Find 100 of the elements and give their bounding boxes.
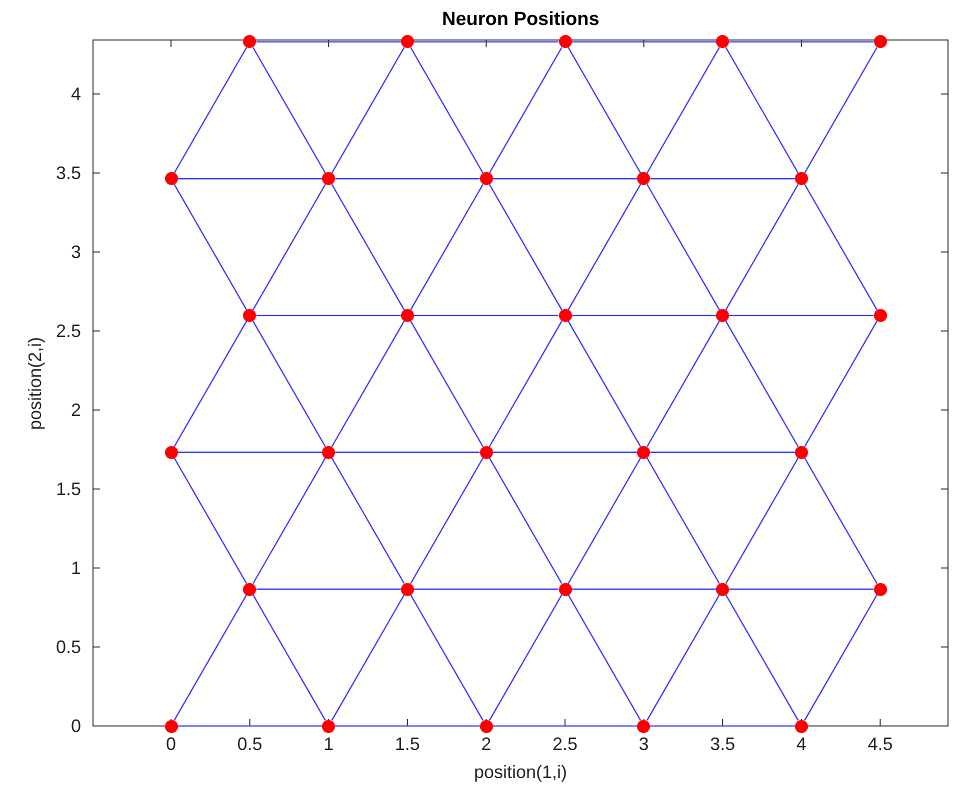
tick-label: 2.5 xyxy=(552,734,578,755)
connector-line xyxy=(331,458,405,584)
neuron-dot xyxy=(716,35,730,48)
connector-line xyxy=(725,594,799,721)
connector-line xyxy=(650,452,795,453)
connector-line xyxy=(729,588,874,590)
connector-line xyxy=(174,320,248,448)
neuron-dot xyxy=(480,446,493,459)
connector-line xyxy=(572,314,716,316)
connector-line xyxy=(488,458,562,584)
connector-line xyxy=(410,184,484,310)
connector-line xyxy=(646,320,720,448)
connector-line xyxy=(335,725,480,727)
connector-line xyxy=(804,47,878,174)
neuron-dot xyxy=(716,582,730,596)
connector-line xyxy=(174,47,248,174)
connector-line xyxy=(252,47,326,174)
chart-title: Neuron Positions xyxy=(442,9,600,31)
connector-line xyxy=(331,47,405,174)
connector-line xyxy=(331,320,405,448)
tick-label: 2 xyxy=(481,734,492,755)
connector-line xyxy=(804,594,878,721)
tick-label: 3 xyxy=(638,734,649,755)
tick-label: 2 xyxy=(71,400,82,420)
connector-line xyxy=(568,594,642,721)
connector-line xyxy=(646,594,720,721)
tick-label: 1.5 xyxy=(56,478,82,500)
tick-label: 1.5 xyxy=(394,734,420,755)
connector-line xyxy=(488,594,562,721)
neuron-dot xyxy=(322,446,336,459)
neuron-dot xyxy=(322,172,336,186)
neuron-dot xyxy=(480,720,493,732)
connector-line xyxy=(725,184,799,310)
connector-line xyxy=(335,452,480,453)
neuron-dot xyxy=(637,720,650,732)
neuron-dot xyxy=(558,35,572,48)
connector-line xyxy=(729,314,874,316)
tick-label: 1 xyxy=(71,558,82,578)
neuron-dot xyxy=(716,309,730,322)
tick-label: 0.5 xyxy=(237,734,262,755)
connector-line xyxy=(725,47,799,174)
connector-line xyxy=(331,184,405,310)
tick-label: 3.5 xyxy=(710,734,736,755)
connector-line xyxy=(174,594,248,721)
axis-title: position(1,i) xyxy=(474,762,568,783)
connector-line xyxy=(256,588,401,590)
connector-line xyxy=(252,320,326,448)
neuron-dot xyxy=(243,309,256,322)
tick-label: 3.5 xyxy=(56,162,82,184)
connector-line xyxy=(488,320,562,448)
neuron-dot xyxy=(558,309,572,322)
neuron-dot xyxy=(794,446,808,459)
connector-line xyxy=(174,184,248,310)
connector-line xyxy=(804,184,878,310)
connector-line xyxy=(488,184,562,310)
connector-line xyxy=(335,178,480,180)
tick-label: 0.5 xyxy=(56,636,82,658)
connector-line xyxy=(804,458,878,584)
neuron-dot xyxy=(637,446,650,459)
connector-line xyxy=(410,458,484,584)
connector-line xyxy=(174,458,248,584)
connector-line xyxy=(725,320,799,448)
connector-line xyxy=(256,41,401,42)
axis-title: position(2,i) xyxy=(24,336,46,430)
tick-label: 1 xyxy=(324,734,334,755)
connector-line xyxy=(178,725,322,727)
connector-line xyxy=(650,725,795,727)
neuron-dot xyxy=(558,582,572,596)
neuron-dot xyxy=(794,172,808,186)
connector-line xyxy=(492,725,638,727)
connector-line xyxy=(252,184,326,310)
tick-label: 3 xyxy=(71,242,82,262)
connector-line xyxy=(646,458,720,584)
connector-line xyxy=(331,594,405,721)
connector-line xyxy=(414,588,558,590)
tick-label: 0 xyxy=(166,734,176,755)
connector-line xyxy=(410,47,484,174)
connector-line xyxy=(410,594,484,721)
neuron-dot xyxy=(400,309,414,322)
connector-line xyxy=(414,41,558,42)
neuron-dot xyxy=(322,720,336,732)
neuron-dot xyxy=(480,172,493,186)
tick-label: 4.5 xyxy=(868,734,893,755)
connector-line xyxy=(725,458,799,584)
neuron-dot xyxy=(637,172,650,186)
connector-line xyxy=(804,320,878,448)
connector-line xyxy=(252,594,326,721)
neuron-dot xyxy=(874,309,887,322)
neuron-dot xyxy=(400,582,414,596)
connector-line xyxy=(492,452,638,453)
tick-label: 4 xyxy=(796,734,806,755)
neuron-dot xyxy=(164,172,178,186)
connector-line xyxy=(729,41,874,42)
connector-line xyxy=(488,47,562,174)
connector-line xyxy=(410,320,484,448)
tick-label: 2.5 xyxy=(56,320,82,342)
connector-line xyxy=(568,184,642,310)
neuron-dot xyxy=(794,720,808,732)
connector-line xyxy=(178,452,322,453)
neuron-dot xyxy=(400,35,414,48)
